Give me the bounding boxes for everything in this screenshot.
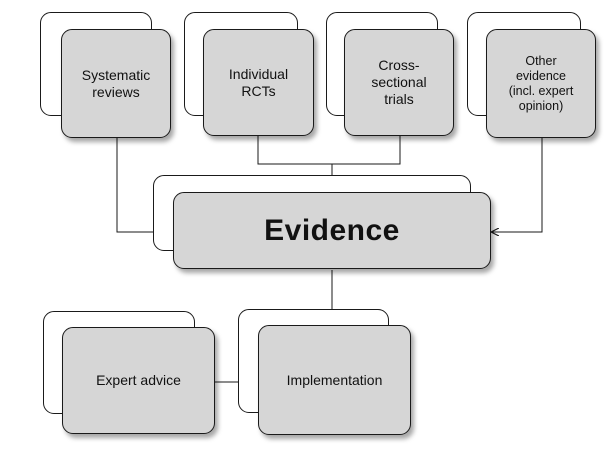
systematic-reviews-label: Systematic reviews [81, 66, 151, 100]
systematic-reviews-box: Systematic reviews [61, 29, 171, 138]
other-evidence-box: Other evidence (incl. expert opinion) [486, 29, 596, 138]
evidence-box: Evidence [173, 192, 491, 269]
individual-rcts-label: Individual RCTs [228, 65, 289, 99]
cross-sectional-trials-label: Cross- sectional trials [371, 57, 427, 107]
expert-advice-label: Expert advice [96, 372, 181, 388]
expert-advice-box: Expert advice [62, 327, 215, 434]
individual-rcts-box: Individual RCTs [203, 29, 314, 136]
implementation-box: Implementation [258, 325, 411, 435]
arrow-other-to-evidence [492, 138, 543, 232]
other-evidence-label: Other evidence (incl. expert opinion) [508, 53, 574, 113]
cross-sectional-trials-box: Cross- sectional trials [344, 29, 454, 136]
evidence-label: Evidence [264, 213, 400, 247]
implementation-label: Implementation [286, 371, 383, 388]
line-rcts-merge [257, 136, 401, 165]
